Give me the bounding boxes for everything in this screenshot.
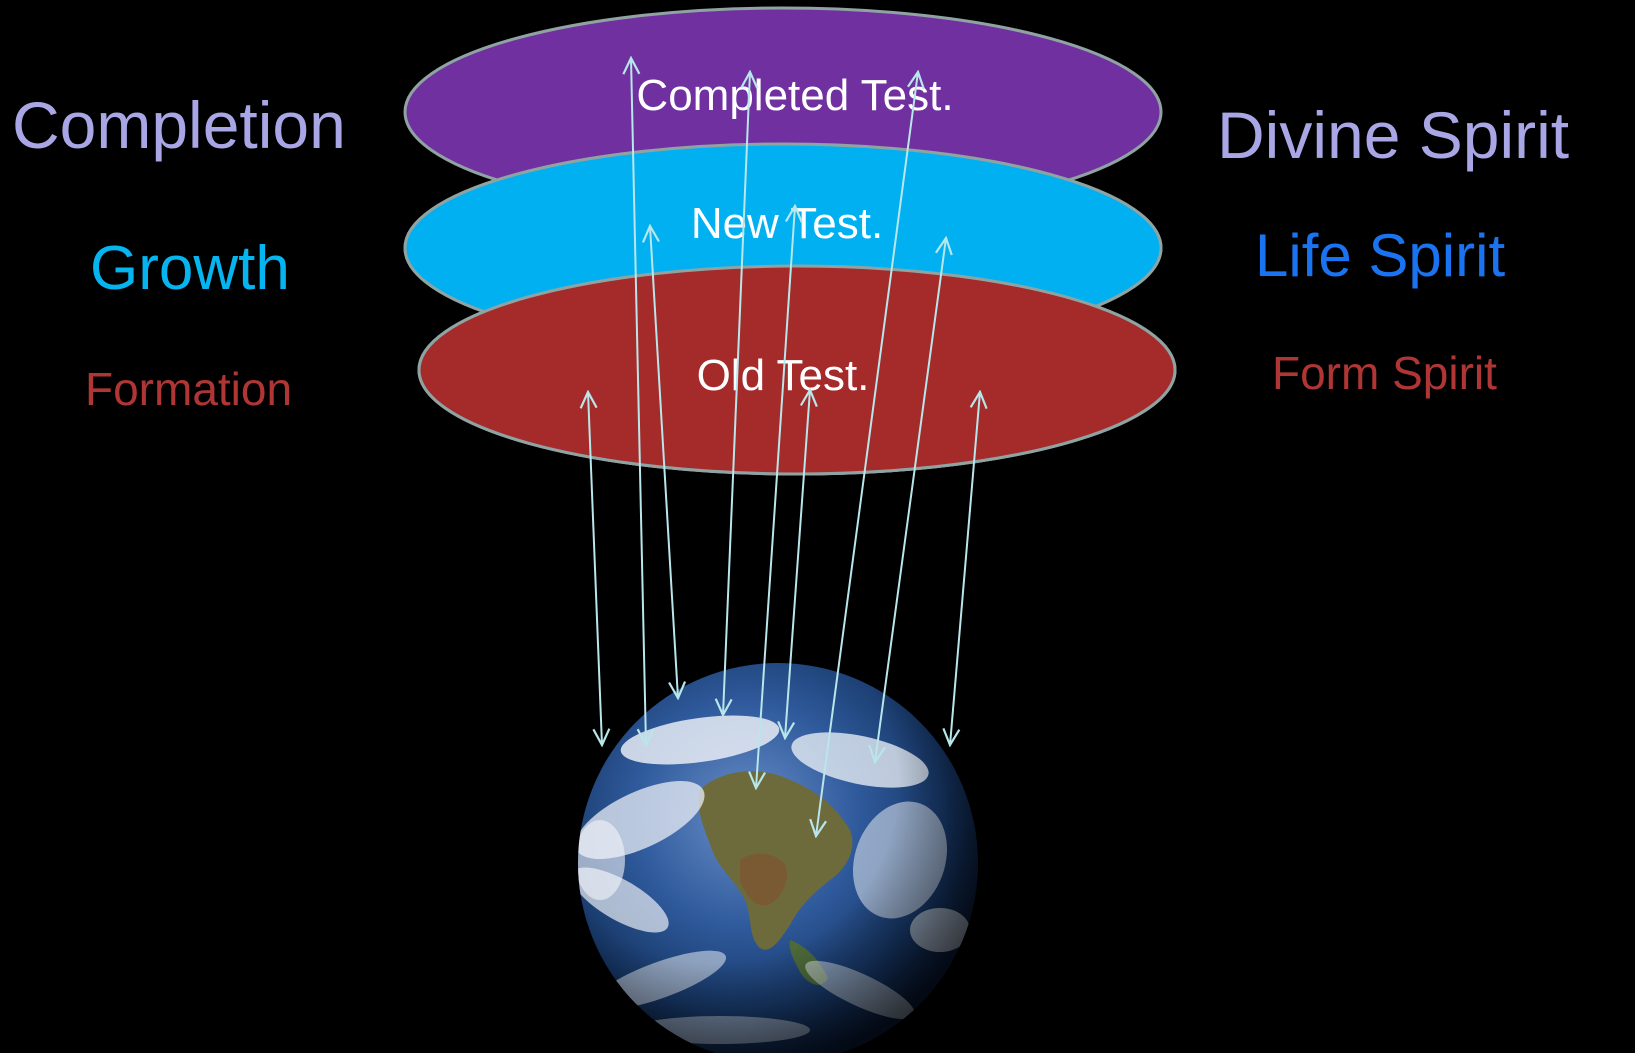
form-spirit-label: Form Spirit bbox=[1272, 347, 1497, 399]
growth-label: Growth bbox=[90, 234, 290, 303]
arrow-3 bbox=[650, 226, 678, 698]
arrow-4 bbox=[723, 72, 750, 715]
completed-test-label: Completed Test. bbox=[636, 71, 953, 120]
arrow-9 bbox=[950, 392, 980, 745]
life-spirit-label: Life Spirit bbox=[1255, 222, 1506, 289]
formation-label: Formation bbox=[85, 363, 293, 415]
completion-label: Completion bbox=[12, 88, 346, 162]
arrow-8 bbox=[875, 238, 946, 762]
new-test-label: New Test. bbox=[691, 199, 883, 248]
arrow-6 bbox=[785, 390, 810, 738]
arrows-group bbox=[588, 58, 980, 836]
arrow-1 bbox=[588, 392, 602, 745]
divine-spirit-label: Divine Spirit bbox=[1217, 98, 1570, 172]
arrow-5 bbox=[756, 206, 795, 788]
earth-globe bbox=[578, 663, 978, 1053]
arrow-7 bbox=[816, 72, 918, 836]
